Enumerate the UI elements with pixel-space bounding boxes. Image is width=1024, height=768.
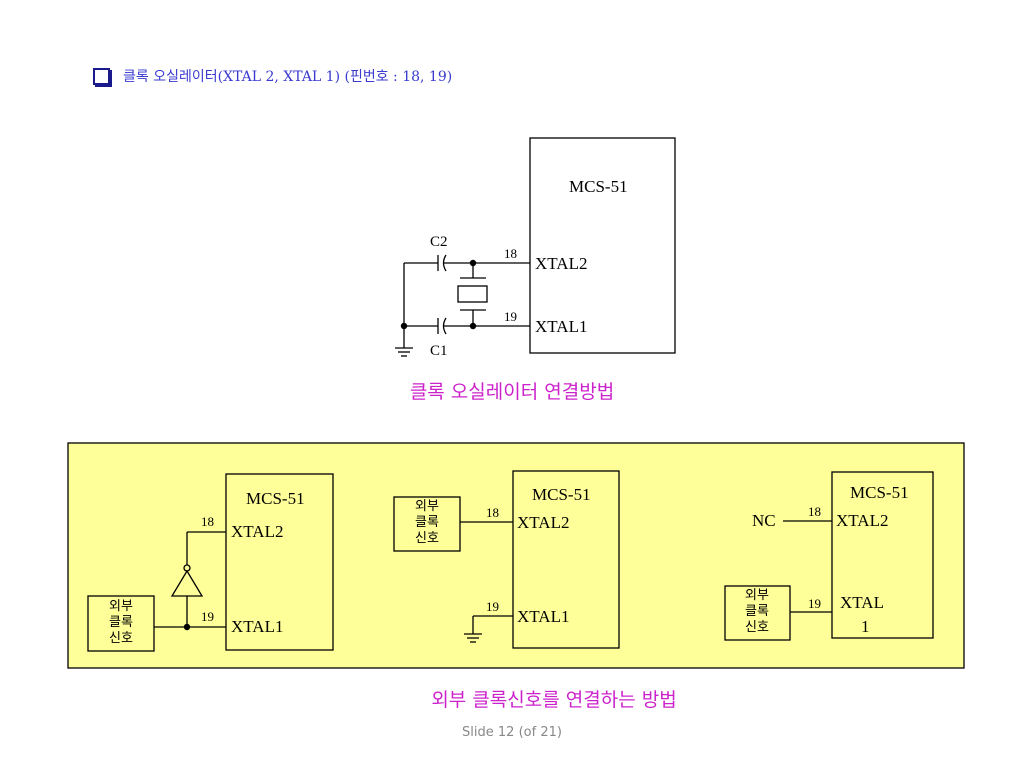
nc-label: NC bbox=[752, 511, 776, 530]
top-junction-dots bbox=[400, 259, 477, 330]
ext-clock-text-right-2: 클록 bbox=[745, 604, 769, 619]
junction-dot-left bbox=[183, 623, 191, 631]
ext-clock-text-middle-3: 신호 bbox=[415, 531, 439, 546]
ext-clock-box-middle bbox=[393, 496, 461, 552]
cap-c2-label: C2 bbox=[430, 234, 448, 250]
top-diagram-caption: 클록 오실레이터 연결방법 bbox=[409, 381, 615, 403]
slide-footer: Slide 12 (of 21) bbox=[462, 725, 562, 740]
external-clock-panel bbox=[67, 442, 965, 669]
ext-clock-text-middle-1: 외부 bbox=[415, 499, 439, 514]
chip-label-middle: MCS-51 bbox=[532, 485, 591, 504]
square-bullet-icon bbox=[93, 67, 110, 85]
pin-num-19-middle: 19 bbox=[486, 599, 499, 614]
ext-clock-box-left bbox=[87, 595, 155, 652]
pin-xtal2-label-left: XTAL2 bbox=[231, 522, 283, 541]
pin-xtal1-label-top: XTAL1 bbox=[535, 317, 587, 336]
ext-clock-text-right-1: 외부 bbox=[745, 588, 769, 603]
ext-clock-text-middle-2: 클록 bbox=[415, 515, 439, 530]
ext-clock-box-right bbox=[724, 585, 791, 641]
pin-num-19-top: 19 bbox=[504, 309, 517, 324]
chip-label-right: MCS-51 bbox=[850, 483, 909, 502]
pin-num-18-left: 18 bbox=[201, 514, 214, 529]
pin-num-19-right: 19 bbox=[808, 596, 821, 611]
pin-num-18-middle: 18 bbox=[486, 505, 499, 520]
cap-c1-label: C1 bbox=[430, 343, 448, 359]
mcs51-chip-right bbox=[831, 471, 934, 639]
pin-xtal1-label-right-line1: XTAL bbox=[840, 593, 884, 612]
ext-clock-text-right-3: 신호 bbox=[745, 620, 769, 635]
pin-xtal2-label-middle: XTAL2 bbox=[517, 513, 569, 532]
slide-header: 클록 오실레이터(XTAL 2, XTAL 1) (핀번호 : 18, 19) bbox=[93, 66, 452, 86]
pin-num-18-right: 18 bbox=[808, 504, 821, 519]
mcs51-chip-left bbox=[225, 473, 334, 651]
mcs51-chip-top bbox=[529, 137, 676, 354]
pin-xtal2-label-top: XTAL2 bbox=[535, 254, 587, 273]
pin-xtal1-label-middle: XTAL1 bbox=[517, 607, 569, 626]
ext-clock-text-left-1: 외부 bbox=[109, 599, 133, 614]
mcs51-chip-middle bbox=[512, 470, 620, 649]
right-diagram bbox=[724, 471, 934, 641]
top-oscillator-diagram bbox=[395, 137, 676, 357]
pin-num-19-left: 19 bbox=[201, 609, 214, 624]
chip-label-top: MCS-51 bbox=[569, 177, 628, 196]
pin-xtal1-label-right-line2: 1 bbox=[861, 617, 870, 636]
middle-diagram bbox=[393, 470, 620, 649]
pin-xtal1-label-left: XTAL1 bbox=[231, 617, 283, 636]
ext-clock-text-left-3: 신호 bbox=[109, 631, 133, 646]
inverter-bubble bbox=[183, 564, 191, 572]
pin-xtal2-label-right: XTAL2 bbox=[836, 511, 888, 530]
bottom-diagram-caption: 외부 클록신호를 연결하는 방법 bbox=[431, 689, 677, 711]
slide-title: 클록 오실레이터(XTAL 2, XTAL 1) (핀번호 : 18, 19) bbox=[123, 69, 453, 85]
chip-label-left: MCS-51 bbox=[246, 489, 305, 508]
ext-clock-text-left-2: 클록 bbox=[109, 615, 133, 630]
pin-num-18-top: 18 bbox=[504, 246, 517, 261]
crystal-icon bbox=[457, 285, 488, 303]
